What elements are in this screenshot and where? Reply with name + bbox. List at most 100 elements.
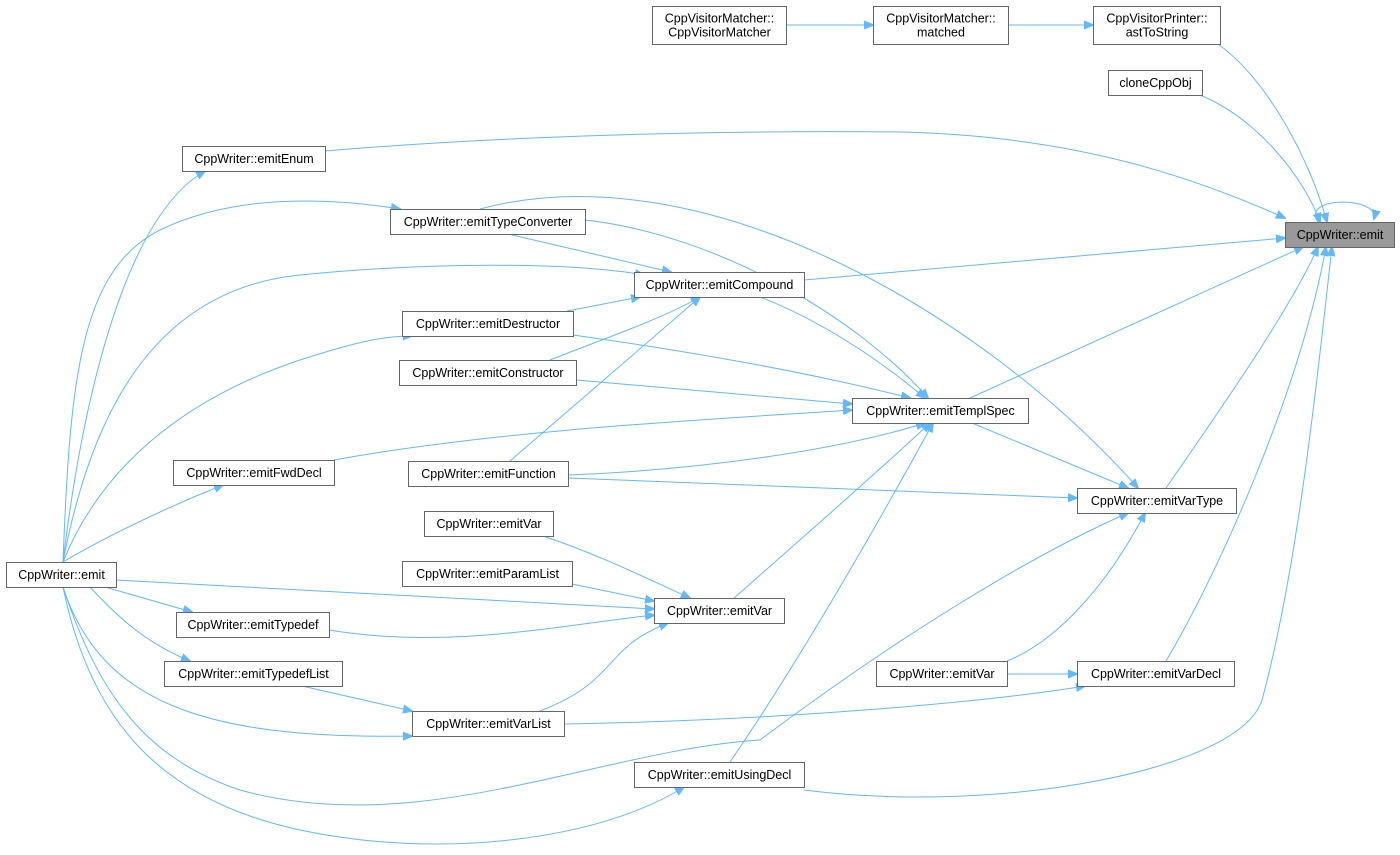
edge-emitVarDecl-to-emit_target — [1165, 247, 1326, 662]
node-label: CppWriter::emitVar — [436, 517, 541, 531]
node-emitVarType[interactable]: CppWriter::emitVarType — [1077, 488, 1237, 514]
edge-emitDestructor-to-emitTemplSpec — [572, 334, 910, 398]
node-cvm_matched[interactable]: CppVisitorMatcher::matched — [873, 6, 1009, 45]
node-box — [1108, 70, 1203, 96]
edge-emitVar_bottom-to-emitVarType — [1006, 513, 1145, 662]
node-emitTypeConverter[interactable]: CppWriter::emitTypeConverter — [390, 209, 586, 235]
edge-emitEnum-to-emit_target — [324, 131, 1285, 218]
node-label: CppWriter::emitCompound — [646, 278, 794, 292]
node-cvm_ctor[interactable]: CppVisitorMatcher::CppVisitorMatcher — [652, 6, 787, 45]
node-emitVarDecl[interactable]: CppWriter::emitVarDecl — [1077, 661, 1235, 687]
node-emitFunction[interactable]: CppWriter::emitFunction — [408, 461, 569, 487]
node-emit_left[interactable]: CppWriter::emit — [6, 562, 117, 588]
node-emitVar_bottom[interactable]: CppWriter::emitVar — [876, 661, 1008, 687]
node-box — [1077, 488, 1237, 514]
edge-emit_left-to-emitFwdDecl — [62, 485, 223, 563]
node-clone[interactable]: cloneCppObj — [1108, 70, 1203, 96]
node-label: CppVisitorMatcher:: — [665, 12, 775, 26]
edge-emitVar_mid-to-emitTemplSpec — [733, 423, 930, 599]
node-box — [164, 661, 343, 687]
node-emitCompound[interactable]: CppWriter::emitCompound — [634, 272, 805, 298]
node-box — [176, 612, 330, 638]
node-emitTemplSpec[interactable]: CppWriter::emitTemplSpec — [852, 398, 1029, 424]
node-box — [173, 460, 335, 486]
node-emitConstructor[interactable]: CppWriter::emitConstructor — [399, 360, 577, 386]
node-box — [402, 311, 574, 337]
edge-emitCompound-to-emitTemplSpec — [759, 296, 925, 398]
node-box — [652, 6, 787, 45]
node-box — [182, 146, 326, 172]
node-label: CppWriter::emitVar — [667, 604, 772, 618]
node-label: CppWriter::emitEnum — [194, 152, 313, 166]
edge-emitFunction-to-emitCompound — [509, 297, 700, 462]
edge-emitConstructor-to-emitCompound — [549, 297, 700, 361]
node-box — [852, 398, 1029, 424]
node-emit_target[interactable]: CppWriter::emit — [1285, 222, 1395, 248]
edge-emitTypeConverter-to-emitCompound — [507, 233, 671, 272]
edge-emitUsingDecl-to-emit_target — [803, 247, 1332, 798]
edge-emitTypedef-to-emitVar_mid — [328, 615, 654, 639]
edge-clone-to-emit_target — [1199, 94, 1320, 222]
node-label: CppWriter::emitTypedef — [187, 618, 319, 632]
node-emitFwdDecl[interactable]: CppWriter::emitFwdDecl — [173, 460, 335, 486]
nodes-layer: CppVisitorMatcher::CppVisitorMatcherCppV… — [6, 6, 1395, 788]
node-emitEnum[interactable]: CppWriter::emitEnum — [182, 146, 326, 172]
node-label: matched — [917, 26, 965, 40]
edge-emitParamList-to-emitVar_mid — [571, 583, 654, 601]
node-box — [399, 360, 577, 386]
edge-emitVarList-to-emitVar_mid — [539, 623, 668, 712]
node-cvp_ast[interactable]: CppVisitorPrinter::astToString — [1093, 6, 1221, 45]
edge-emitTemplSpec-to-emitVarType — [971, 422, 1128, 488]
node-emitTypedef[interactable]: CppWriter::emitTypedef — [176, 612, 330, 638]
node-label: astToString — [1126, 26, 1189, 40]
node-label: CppVisitorMatcher:: — [886, 12, 996, 26]
node-label: CppWriter::emitDestructor — [416, 317, 560, 331]
node-label: CppWriter::emitUsingDecl — [648, 768, 792, 782]
node-box — [408, 461, 569, 487]
edge-emitTemplSpec-to-emit_target — [969, 247, 1303, 399]
edge-emitDestructor-to-emitCompound — [566, 297, 640, 312]
edge-emit_left-to-emitDestructor — [62, 336, 412, 563]
node-emitVar_top[interactable]: CppWriter::emitVar — [424, 511, 554, 537]
node-emitUsingDecl[interactable]: CppWriter::emitUsingDecl — [634, 762, 805, 788]
node-box — [876, 661, 1008, 687]
edge-emitFwdDecl-to-emitTemplSpec — [333, 410, 852, 461]
node-label: CppWriter::emitVarDecl — [1091, 667, 1221, 681]
edge-emit_left-to-emitTypedef — [104, 586, 192, 612]
node-box — [412, 711, 565, 737]
edge-emitVarType-to-emit_target — [1165, 247, 1318, 489]
node-box — [390, 209, 586, 235]
node-box — [1077, 661, 1235, 687]
node-emitParamList[interactable]: CppWriter::emitParamList — [402, 561, 573, 587]
edge-emitUsingDecl-to-emitTemplSpec — [729, 423, 933, 763]
node-label: CppWriter::emit — [1297, 228, 1384, 242]
node-emitVarList[interactable]: CppWriter::emitVarList — [412, 711, 565, 737]
edge-emit_left-to-emitVarList — [62, 586, 412, 736]
edge-emitConstructor-to-emitTemplSpec — [575, 379, 852, 404]
node-label: CppWriter::emitTypeConverter — [404, 215, 573, 229]
edge-emit_left-to-emitTypeConverter — [62, 200, 400, 563]
node-box — [6, 562, 117, 588]
node-box — [1093, 6, 1221, 45]
edge-emitFunction-to-emitTemplSpec — [567, 423, 925, 476]
node-label: CppWriter::emit — [18, 568, 105, 582]
node-box — [402, 561, 573, 587]
node-label: CppWriter::emitFunction — [421, 467, 556, 481]
edge-emit_left-to-emitVar_mid — [115, 579, 654, 609]
node-label: CppVisitorPrinter:: — [1106, 12, 1207, 26]
edge-emitCompound-to-emit_target — [803, 238, 1285, 281]
edge-emit_left-to-emitUsingDecl — [62, 586, 684, 845]
node-box — [1285, 222, 1395, 248]
node-emitTypedefList[interactable]: CppWriter::emitTypedefList — [164, 661, 343, 687]
edge-emitTypeConverter-to-emitVarType — [479, 196, 1138, 488]
edge-emitTypeConverter-to-emitTemplSpec — [584, 219, 928, 398]
node-emitVar_mid[interactable]: CppWriter::emitVar — [654, 598, 785, 624]
node-label: CppWriter::emitParamList — [416, 567, 559, 581]
node-emitDestructor[interactable]: CppWriter::emitDestructor — [402, 311, 574, 337]
edge-cvp_ast-to-emit_target — [1217, 43, 1327, 222]
edge-emitVar_top-to-emitVar_mid — [542, 535, 690, 598]
edge-emitFunction-to-emitVarType — [567, 477, 1077, 498]
node-label: CppWriter::emitFwdDecl — [186, 466, 321, 480]
edge-emit_target-to-emit_target — [1314, 201, 1374, 223]
